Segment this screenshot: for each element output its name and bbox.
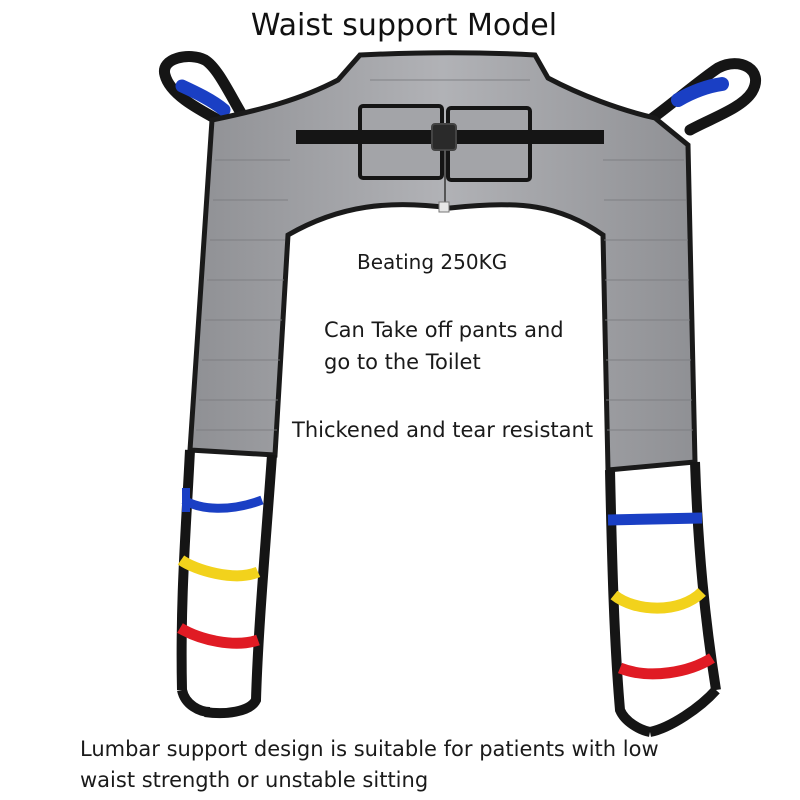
load-capacity-caption: Beating 250KG (357, 250, 508, 274)
quilting-lines (196, 79, 693, 431)
top-right-loop (644, 58, 761, 136)
footer-line-2: waist strength or unstable sitting (80, 768, 429, 792)
strap-buckle (431, 123, 457, 151)
right-leg-ladder (605, 461, 721, 737)
toilet-feature-line-2: go to the Toilet (324, 350, 481, 374)
toilet-feature-caption: Can Take off pants and go to the Toilet (324, 314, 564, 378)
toilet-feature-line-1: Can Take off pants and (324, 318, 564, 342)
sling-body (187, 50, 698, 473)
material-feature-caption: Thickened and tear resistant (292, 418, 594, 442)
left-leg-ladder (176, 449, 277, 719)
top-left-loop (159, 51, 250, 128)
model-title: Waist support Model (250, 8, 558, 43)
footer-description: Lumbar support design is suitable for pa… (80, 734, 659, 796)
footer-line-1: Lumbar support design is suitable for pa… (80, 737, 659, 761)
